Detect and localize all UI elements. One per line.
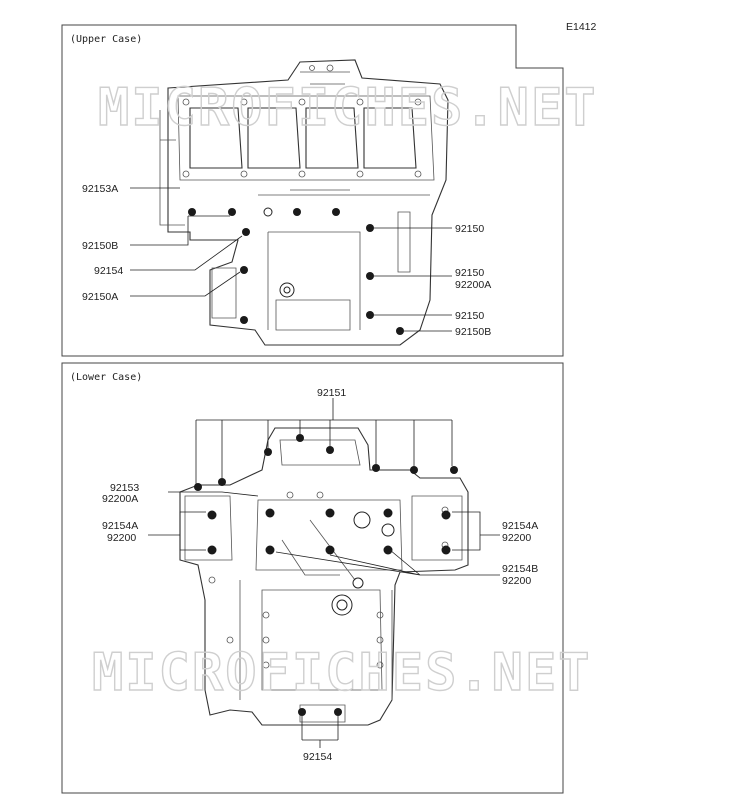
label-92200-right-b: 92200 bbox=[502, 575, 531, 587]
label-92154: 92154 bbox=[94, 265, 123, 277]
label-92153: 92153 bbox=[110, 482, 139, 494]
label-92150-mid: 92150 bbox=[455, 267, 484, 279]
label-92150A: 92150A bbox=[82, 291, 118, 303]
label-92150-top: 92150 bbox=[455, 223, 484, 235]
label-92154B: 92154B bbox=[502, 563, 538, 575]
upper-case-frame bbox=[61, 24, 564, 357]
upper-case-title: (Upper Case) bbox=[70, 34, 142, 45]
upper-leader-lines bbox=[130, 187, 452, 332]
label-92154-bottom: 92154 bbox=[303, 751, 332, 763]
lower-case-panel: (Lower Case) bbox=[61, 362, 564, 794]
lower-bolts bbox=[194, 434, 458, 716]
label-92200A-lower: 92200A bbox=[102, 493, 138, 505]
lower-case-frame bbox=[61, 362, 564, 794]
label-92150-low: 92150 bbox=[455, 310, 484, 322]
watermark-lower: MICROFICHES.NET bbox=[92, 643, 592, 703]
label-92153A: 92153A bbox=[82, 183, 118, 195]
label-92200A: 92200A bbox=[455, 279, 491, 291]
label-92200-right-a: 92200 bbox=[502, 532, 531, 544]
upper-bolts bbox=[188, 208, 404, 335]
label-92154A-left: 92154A bbox=[102, 520, 138, 532]
label-92151: 92151 bbox=[317, 387, 346, 399]
label-92150B-right: 92150B bbox=[455, 326, 491, 338]
label-92200-left: 92200 bbox=[107, 532, 136, 544]
label-92154A-right: 92154A bbox=[502, 520, 538, 532]
lower-part-labels: 92151 92153 92200A 92154A 92200 92154A 9… bbox=[102, 387, 538, 763]
upper-case-panel: (Upper Case) bbox=[61, 24, 564, 357]
watermark-upper: MICROFICHES.NET bbox=[98, 78, 598, 138]
upper-part-labels: 92153A 92150B 92154 92150A 92150 92150 9… bbox=[82, 183, 491, 338]
label-92150B-left: 92150B bbox=[82, 240, 118, 252]
diagram-code: E1412 bbox=[566, 21, 597, 33]
lower-leader-lines bbox=[148, 398, 500, 748]
upper-crankcase-drawing bbox=[159, 59, 449, 346]
lower-case-title: (Lower Case) bbox=[70, 372, 142, 383]
